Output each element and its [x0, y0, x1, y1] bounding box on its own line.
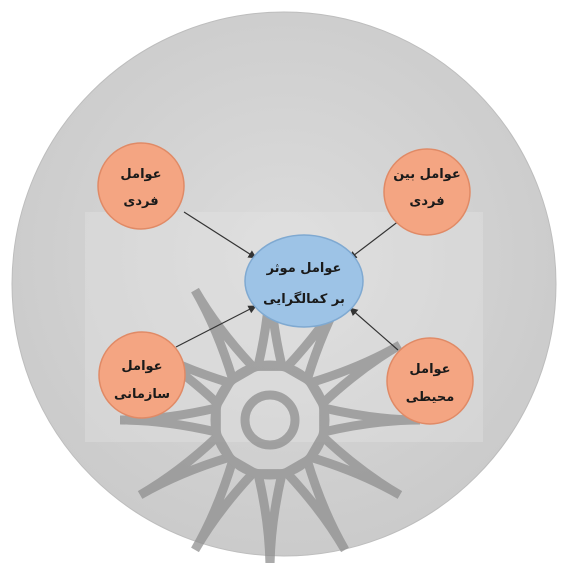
center-node-line1: عوامل موثر	[266, 261, 342, 276]
node-environmental-factors: عوامل محیطی	[386, 337, 474, 425]
node-environmental-factors-line2: محیطی	[406, 390, 455, 405]
node-organizational-factors: عوامل سازمانی	[98, 331, 186, 419]
watermark-rosette-icon	[119, 269, 421, 563]
node-interpersonal-factors-line1: عوامل بین	[393, 167, 461, 182]
arrow-top-left	[183, 211, 257, 259]
node-individual-factors: عوامل فردی	[97, 142, 185, 230]
node-organizational-factors-line1: عوامل	[121, 359, 162, 374]
node-center-perfectionism-factors: عوامل موثر بر کمالگرایی	[244, 234, 364, 328]
arrow-bottom-right	[349, 307, 399, 351]
center-node-line2: بر کمالگرایی	[263, 291, 345, 307]
node-interpersonal-factors: عوامل بین فردی	[383, 148, 471, 236]
node-environmental-factors-line1: عوامل	[409, 362, 450, 377]
node-individual-factors-line2: فردی	[123, 194, 158, 209]
arrow-bottom-left	[175, 305, 257, 348]
node-organizational-factors-line2: سازمانی	[114, 387, 170, 402]
node-interpersonal-factors-line2: فردی	[409, 194, 444, 209]
node-individual-factors-line1: عوامل	[120, 167, 161, 182]
